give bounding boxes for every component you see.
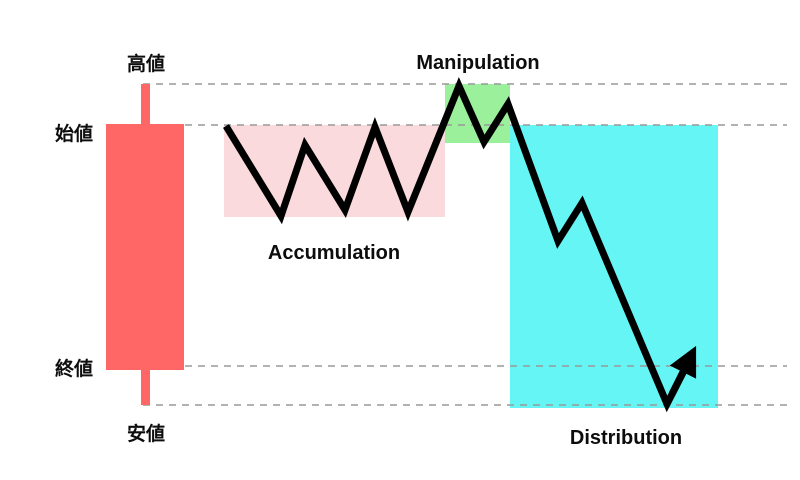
label-accumulation: Accumulation — [268, 242, 400, 264]
candle-wick-lower — [141, 366, 150, 405]
label-high: 高値 — [127, 52, 165, 75]
label-close: 終値 — [55, 357, 93, 380]
price-path-line — [223, 77, 693, 413]
price-path-arrow — [668, 345, 697, 396]
label-open: 始値 — [55, 122, 93, 145]
candle-body — [106, 124, 184, 370]
label-manipulation: Manipulation — [416, 52, 539, 74]
label-low: 安値 — [127, 422, 165, 445]
candle-wick-upper — [141, 84, 150, 128]
zone-accumulation — [224, 125, 445, 217]
label-distribution: Distribution — [570, 427, 682, 449]
